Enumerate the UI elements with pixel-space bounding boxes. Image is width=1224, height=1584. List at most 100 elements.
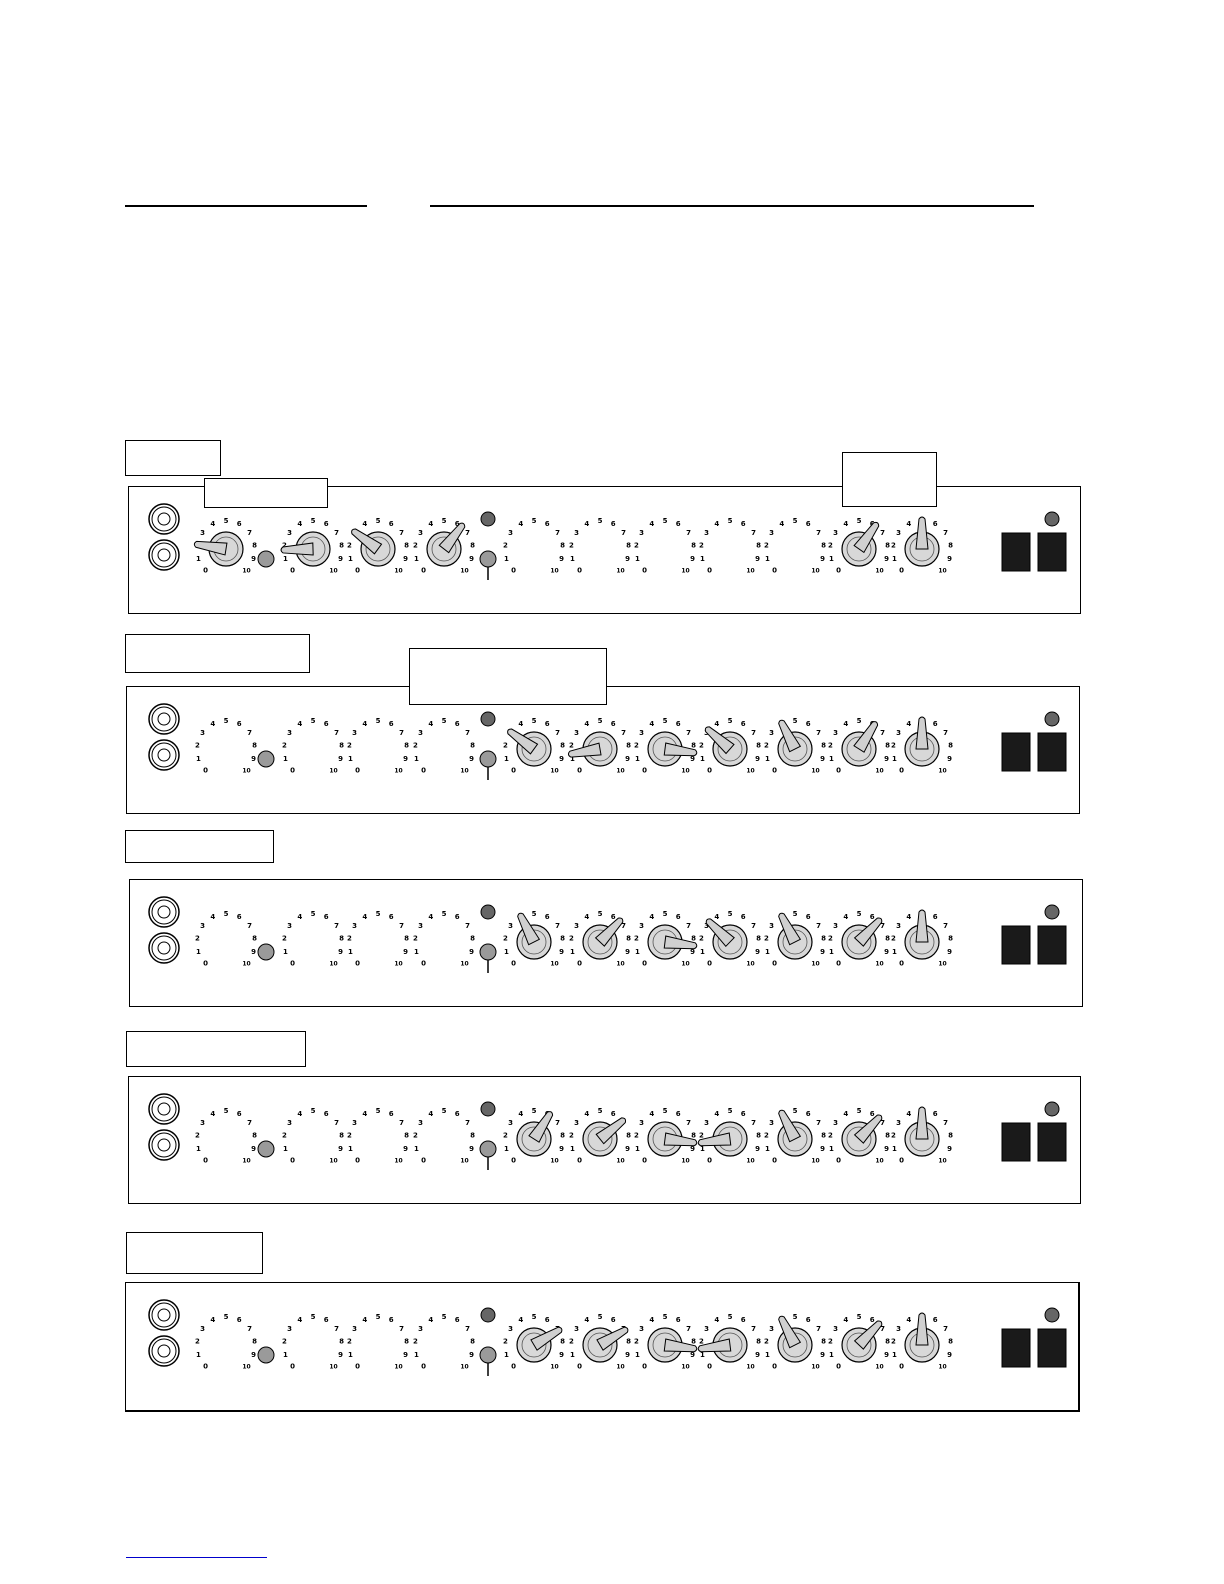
dial-mark: 6	[806, 720, 811, 728]
dial-mark: 9	[403, 948, 408, 956]
dial-mark: 9	[690, 1351, 695, 1359]
standby-switch	[1037, 925, 1067, 965]
dial-mark: 8	[885, 935, 890, 943]
dial-mark: 2	[764, 935, 769, 943]
dial-mark: 1	[570, 948, 575, 956]
dial-mark: 7	[465, 922, 470, 930]
panel-1-callout-left	[204, 478, 328, 508]
dial-mark: 6	[611, 1316, 616, 1324]
dial-mark: 4	[428, 1316, 433, 1324]
dial-mark: 10	[938, 1364, 946, 1371]
dial-mark: 1	[348, 755, 353, 763]
dial-mark: 3	[418, 529, 423, 537]
dial-mark: 3	[896, 1325, 901, 1333]
dial-mark: 10	[460, 961, 468, 968]
dial-mark: 3	[833, 922, 838, 930]
dial-mark: 10	[938, 961, 946, 968]
dial-mark: 6	[741, 913, 746, 921]
power-led	[1044, 1101, 1060, 1117]
dial-mark: 1	[829, 948, 834, 956]
dial-mark: 10	[681, 768, 689, 775]
dial-mark: 2	[891, 935, 896, 943]
dial-mark: 9	[947, 948, 952, 956]
power-led	[1044, 904, 1060, 920]
dial-mark: 5	[311, 1107, 316, 1115]
dial-mark: 10	[746, 1364, 754, 1371]
dial-mark: 5	[442, 517, 447, 525]
dial-mark: 5	[376, 910, 381, 918]
dial-mark: 2	[828, 542, 833, 550]
knob-pointer	[778, 1315, 802, 1349]
dial-mark: 3	[574, 1325, 579, 1333]
dial-mark: 2	[282, 1338, 287, 1346]
dial-mark: 10	[460, 1364, 468, 1371]
dial-mark: 10	[811, 768, 819, 775]
channel-led	[257, 1346, 275, 1364]
dial-mark: 6	[933, 720, 938, 728]
dial-mark: 7	[816, 1119, 821, 1127]
dial-mark: 8	[470, 935, 475, 943]
dial-mark: 3	[896, 1119, 901, 1127]
knob-pointer	[853, 1320, 883, 1350]
knob-pointer	[778, 912, 802, 946]
dial-mark: 9	[559, 948, 564, 956]
dial-mark: 8	[560, 1338, 565, 1346]
dial-mark: 2	[195, 742, 200, 750]
dial-mark: 3	[200, 1119, 205, 1127]
dial-mark: 8	[821, 1132, 826, 1140]
dial-mark: 9	[820, 948, 825, 956]
dial-mark: 5	[598, 717, 603, 725]
dial-mark: 3	[833, 1119, 838, 1127]
dial-mark: 3	[418, 1325, 423, 1333]
dial-mark: 9	[251, 948, 256, 956]
dial-mark: 9	[559, 555, 564, 563]
dial-mark: 4	[649, 720, 654, 728]
dial-mark: 10	[811, 568, 819, 575]
dial-mark: 9	[251, 1351, 256, 1359]
dial-mark: 8	[885, 542, 890, 550]
dial-mark: 0	[772, 567, 777, 575]
dial-mark: 1	[414, 755, 419, 763]
dial-mark: 2	[634, 1338, 639, 1346]
dial-mark: 1	[570, 555, 575, 563]
dial-mark: 5	[663, 517, 668, 525]
dial-mark: 5	[728, 1107, 733, 1115]
dial-mark: 5	[663, 910, 668, 918]
dial-mark: 2	[764, 1132, 769, 1140]
dial-mark: 5	[598, 910, 603, 918]
dial-mark: 5	[598, 517, 603, 525]
dial-mark: 3	[833, 1325, 838, 1333]
standby-switch	[1037, 532, 1067, 572]
dial-mark: 2	[699, 1132, 704, 1140]
dial-mark: 8	[948, 1338, 953, 1346]
dial-mark: 10	[616, 1158, 624, 1165]
dial-mark: 6	[545, 913, 550, 921]
power-led	[1044, 711, 1060, 727]
dial-mark: 1	[892, 755, 897, 763]
dial-mark: 4	[362, 1110, 367, 1118]
dial-mark: 7	[247, 1119, 252, 1127]
dial-mark: 5	[663, 1313, 668, 1321]
dial-mark: 3	[418, 729, 423, 737]
dial-mark: 1	[570, 1351, 575, 1359]
input-jack-2	[148, 932, 180, 964]
dial-mark: 8	[470, 742, 475, 750]
dial-mark: 9	[947, 755, 952, 763]
dial-mark: 3	[896, 729, 901, 737]
dial-mark: 0	[511, 567, 516, 575]
dial-mark: 3	[352, 1325, 357, 1333]
dial-mark: 3	[200, 729, 205, 737]
dial-mark: 6	[870, 913, 875, 921]
dial-mark: 9	[338, 948, 343, 956]
dial-mark: 6	[324, 913, 329, 921]
knob-pointer	[351, 528, 383, 555]
dial-mark: 7	[247, 529, 252, 537]
dial-mark: 0	[355, 767, 360, 775]
dial-mark: 2	[891, 742, 896, 750]
dial-mark: 7	[880, 729, 885, 737]
